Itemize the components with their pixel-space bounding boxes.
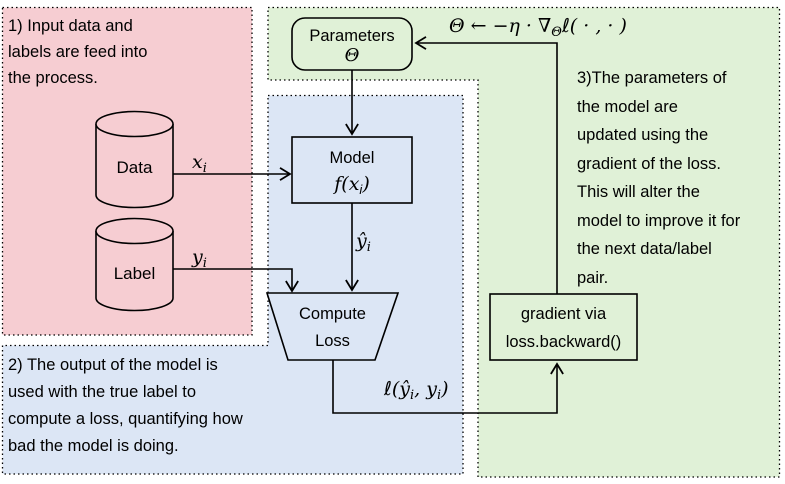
label-cylinder bbox=[95, 217, 174, 312]
step2-line: used with the true label to bbox=[8, 383, 197, 401]
parameters-box bbox=[291, 17, 413, 71]
data-cylinder-label: Data bbox=[116, 158, 153, 177]
loss-p3: ) bbox=[441, 378, 449, 400]
step3-line: This will alter the bbox=[577, 183, 700, 201]
step2-line: compute a loss, quantifying how bbox=[8, 410, 243, 428]
step3-line: 3)The parameters of bbox=[577, 69, 727, 87]
step2-line: 2) The output of the model is bbox=[8, 356, 218, 374]
update-rule-formula: Θ ← −η · ∇Θℓ( · , · ) bbox=[449, 15, 627, 40]
step3-line: the next data/label bbox=[577, 240, 712, 258]
yhat-sub: i bbox=[366, 240, 371, 255]
compute-loss-trapezoid bbox=[265, 292, 400, 361]
yi-base: y bbox=[192, 246, 203, 268]
loss-p1: ℓ(ŷ bbox=[384, 378, 410, 400]
step3-line: updated using the bbox=[577, 126, 709, 144]
model-box bbox=[291, 136, 413, 204]
step1-line: 1) Input data and bbox=[8, 17, 133, 35]
model-formula-base: f(x bbox=[334, 173, 360, 195]
yi-label: yi bbox=[192, 246, 207, 271]
model-box-formula: f(xi) bbox=[292, 171, 412, 203]
yhat-base: ŷ bbox=[356, 230, 367, 252]
loss-p2: , y bbox=[414, 378, 437, 400]
label-cylinder-label: Label bbox=[113, 264, 156, 283]
yhat-label: ŷi bbox=[356, 230, 371, 255]
gradient-box bbox=[489, 293, 638, 361]
model-formula-close: ) bbox=[362, 173, 370, 195]
step3-line: gradient of the loss. bbox=[577, 154, 722, 173]
yi-arrow bbox=[173, 268, 299, 293]
step1-note: 1) Input data and labels are feed into t… bbox=[8, 13, 147, 91]
step3-note: 3)The parameters of the model are update… bbox=[577, 64, 740, 292]
region-step3-green bbox=[267, 6, 781, 478]
xi-label: xi bbox=[192, 151, 207, 176]
step1-line: the process. bbox=[8, 69, 98, 87]
model-box-title: Model bbox=[329, 149, 375, 167]
gradient-update-arrow bbox=[414, 36, 558, 294]
model-formula-sub: i bbox=[359, 182, 363, 197]
step3-line: the model are bbox=[577, 97, 678, 116]
gradient-box-line1: gradient via bbox=[520, 305, 607, 323]
update-p1: Θ ← −η · ∇ bbox=[449, 15, 552, 37]
loss-to-gradient-arrow bbox=[332, 360, 564, 414]
loss-s2: i bbox=[437, 388, 442, 403]
loss-s1: i bbox=[410, 388, 415, 403]
xi-sub: i bbox=[202, 161, 207, 176]
loss-value-label: ℓ(ŷi, yi) bbox=[384, 378, 449, 403]
parameters-theta-symbol: Θ bbox=[344, 45, 360, 66]
update-s1: Θ bbox=[551, 25, 562, 40]
xi-base: x bbox=[192, 151, 203, 173]
parameters-box-title: Parameters bbox=[309, 27, 395, 45]
step3-line: model to improve it for bbox=[577, 211, 741, 230]
gradient-box-line2: loss.backward() bbox=[505, 333, 622, 351]
data-cylinder bbox=[95, 110, 174, 209]
update-p2: ℓ( · , · ) bbox=[561, 15, 627, 37]
step1-line: labels are feed into bbox=[8, 43, 148, 61]
step2-note: 2) The output of the model is used with … bbox=[8, 352, 243, 460]
step3-line: pair. bbox=[577, 268, 609, 287]
step2-line: bad the model is doing. bbox=[8, 437, 179, 455]
compute-loss-line1: Compute bbox=[299, 305, 366, 323]
compute-loss-line2: Loss bbox=[315, 332, 350, 350]
yi-sub: i bbox=[202, 256, 207, 271]
